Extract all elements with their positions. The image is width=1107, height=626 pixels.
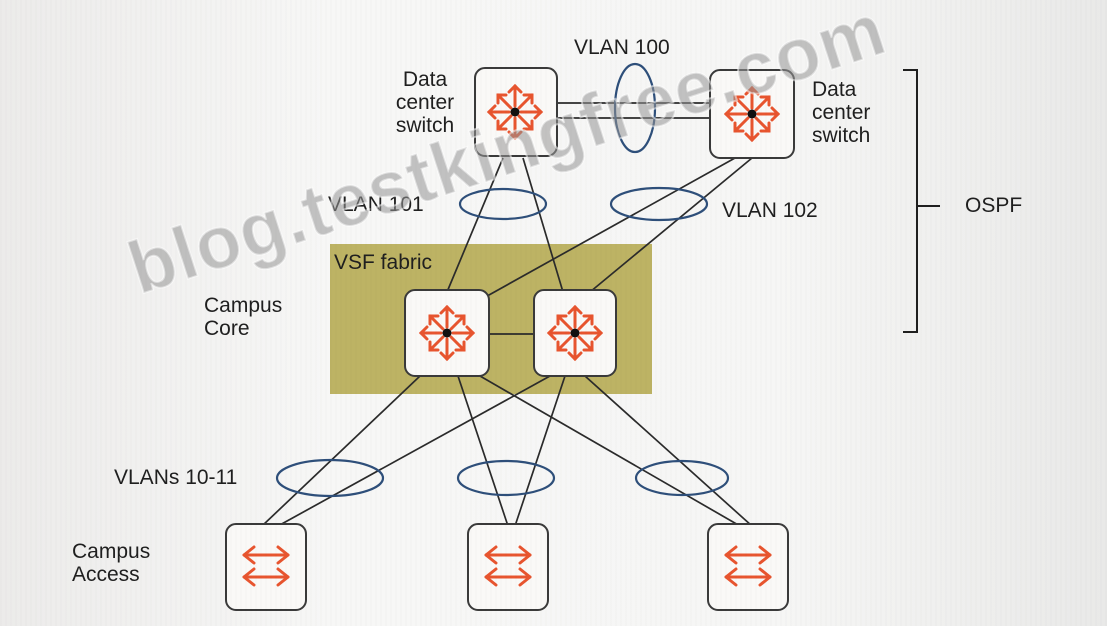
vlan100-ellipse [613, 62, 657, 154]
campus-access-label: Campus Access [72, 540, 151, 586]
vlan101-label: VLAN 101 [328, 193, 424, 216]
links [261, 102, 753, 527]
link-core-l-acc-2 [457, 375, 509, 527]
vsf-fabric-label: VSF fabric [334, 251, 433, 274]
vlans-10-11-ellipse-3 [634, 459, 730, 497]
access-switch-3 [707, 523, 789, 611]
dc-switch-right-label: Data center switch [812, 78, 871, 147]
core-switch-left [404, 289, 490, 377]
vlans-10-11-ellipse-2 [456, 459, 556, 497]
link-core-r-acc-3 [584, 375, 753, 527]
access-switch-2 [467, 523, 549, 611]
router-arrows-icon [419, 305, 475, 361]
vlans-10-11-ellipse-1 [275, 458, 385, 498]
link-core-l-acc-3 [479, 375, 741, 527]
vlan102-label: VLAN 102 [722, 199, 818, 222]
link-dcr-core-r [589, 157, 753, 293]
access-switch-1 [225, 523, 307, 611]
vlans-10-11-label: VLANs 10-11 [114, 466, 238, 489]
dc-switch-left [474, 67, 558, 157]
vlan102-ellipse [609, 186, 709, 222]
dc-switch-left-label: Data center switch [395, 68, 455, 137]
link-core-r-acc-1 [277, 375, 551, 527]
link-core-l-acc-1 [261, 375, 421, 527]
vlan100-label: VLAN 100 [574, 36, 670, 59]
link-dcr-core-l [479, 157, 736, 301]
ospf-bracket [903, 69, 918, 333]
vlan101-ellipse [458, 187, 548, 221]
campus-core-label: Campus Core [204, 294, 283, 340]
link-core-r-acc-2 [514, 375, 566, 527]
router-arrows-icon [547, 305, 603, 361]
dc-switch-right [709, 69, 795, 159]
link-dcl-core-l [446, 157, 504, 293]
link-dcl-core-r [522, 157, 564, 293]
ospf-label: OSPF [965, 194, 1023, 217]
core-switch-right [533, 289, 617, 377]
